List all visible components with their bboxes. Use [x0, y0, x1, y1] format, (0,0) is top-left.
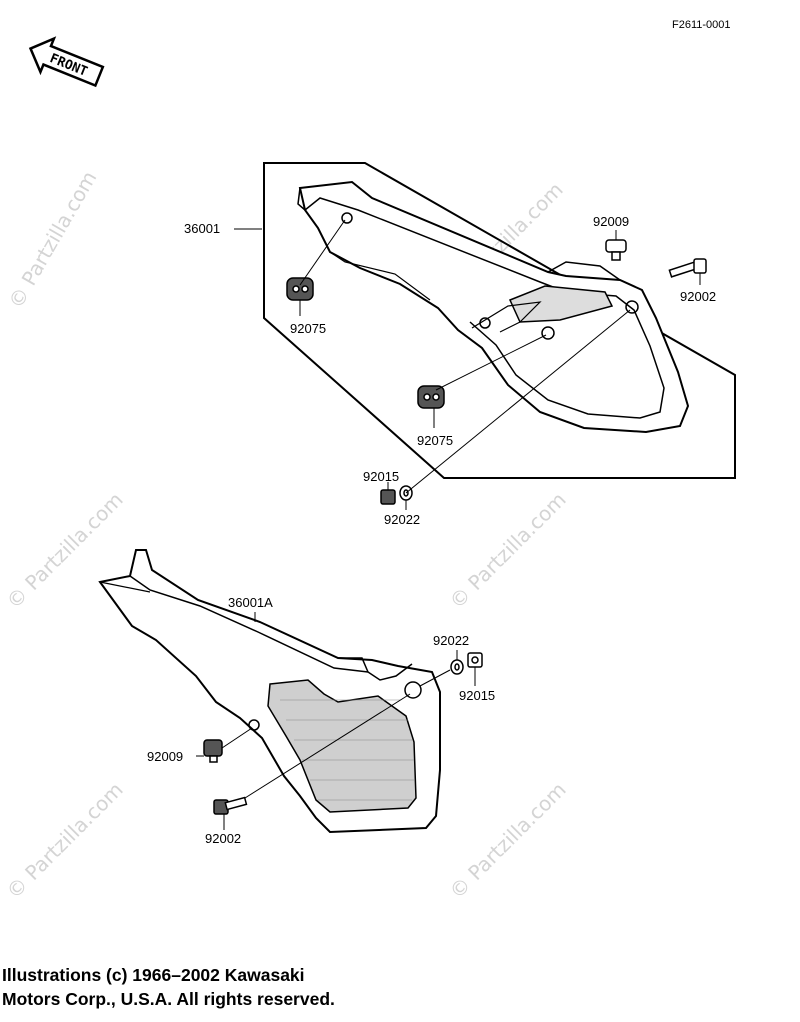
watermark: © Partzilla.com	[445, 487, 571, 613]
grommet-icon	[417, 385, 445, 409]
side-cover-top	[297, 180, 690, 434]
part-number-92075: 92075	[290, 321, 326, 336]
grille-mesh	[280, 699, 414, 801]
bolt-icon	[213, 796, 248, 815]
copyright-line: Illustrations (c) 1966–2002 Kawasaki	[2, 965, 305, 985]
part-number-92009: 92009	[147, 749, 183, 764]
part-number-92022: 92022	[433, 633, 469, 648]
nut-icon	[380, 489, 396, 505]
grommet-icon	[286, 277, 314, 301]
part-labels: 36001 92009 92002 92075 92075 92015 9202…	[147, 214, 716, 846]
copyright-line: Motors Corp., U.S.A. All rights reserved…	[2, 989, 335, 1009]
assembly-boundary	[263, 162, 736, 479]
screw-icon	[203, 739, 223, 763]
part-number-92015: 92015	[363, 469, 399, 484]
copyright-notice: Illustrations (c) 1966–2002 Kawasaki Mot…	[2, 963, 562, 1011]
part-number-92075: 92075	[417, 433, 453, 448]
washer-icon	[450, 659, 464, 675]
part-number-92015: 92015	[459, 688, 495, 703]
bolt-icon	[668, 258, 707, 278]
nut-icon	[467, 652, 483, 668]
side-cover-bottom	[98, 549, 441, 834]
watermark: © Partzilla.com	[2, 777, 128, 903]
part-number-92002: 92002	[205, 831, 241, 846]
leader-lines	[196, 612, 476, 830]
part-number-36001: 36001	[184, 221, 220, 236]
diagram-code: F2611-0001	[672, 19, 731, 31]
front-arrow-icon: FRONT	[28, 36, 105, 88]
leader-lines	[234, 219, 701, 510]
watermark: © Partzilla.com	[4, 167, 102, 313]
screw-icon	[605, 239, 627, 261]
part-number-92022: 92022	[384, 512, 420, 527]
part-number-92002: 92002	[680, 289, 716, 304]
part-number-36001a: 36001A	[228, 595, 273, 610]
part-number-92009: 92009	[593, 214, 629, 229]
watermark: © Partzilla.com	[445, 777, 571, 903]
